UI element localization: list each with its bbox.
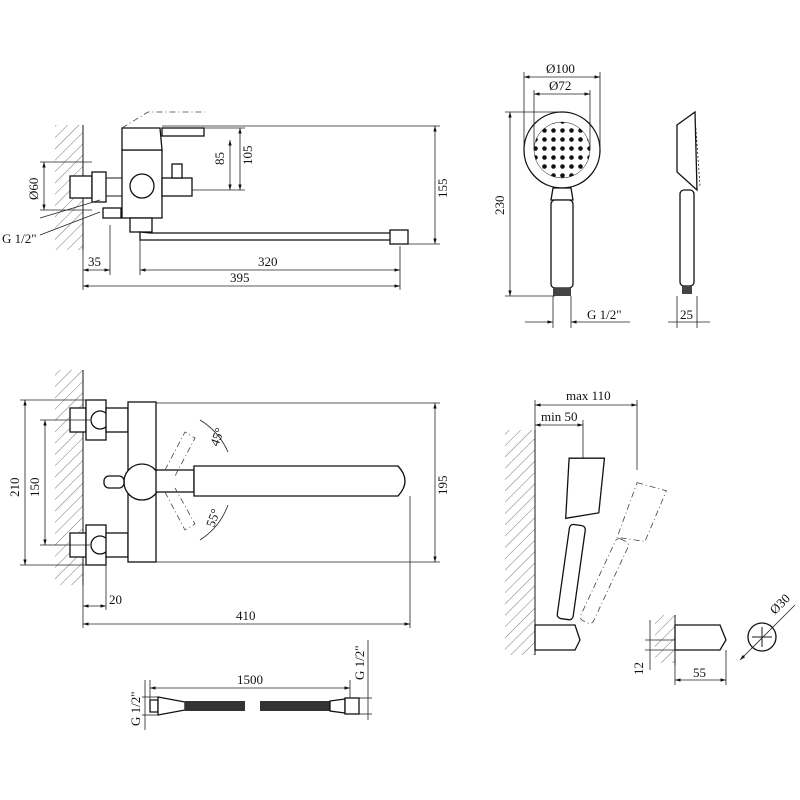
dim-395: 395 <box>230 270 250 285</box>
dim-20: 20 <box>109 592 122 607</box>
dim-320: 320 <box>258 254 278 269</box>
dim-max110: max 110 <box>566 388 611 403</box>
dim-230: 230 <box>492 196 507 216</box>
wall-hatch-holder <box>505 430 535 655</box>
hose-left-segment <box>185 701 245 711</box>
dim-d100: Ø100 <box>546 61 575 76</box>
dim-d72: Ø72 <box>549 78 571 93</box>
dim-45deg: 45° <box>207 426 227 448</box>
shower-nozzles <box>533 121 591 179</box>
dim-min50: min 50 <box>541 409 577 424</box>
dim-d60: Ø60 <box>26 178 41 200</box>
dim-55: 55 <box>693 665 706 680</box>
dim-thread-top: G 1/2" <box>2 231 37 246</box>
dim-105: 105 <box>240 146 255 166</box>
shower-hose: 1500 G 1/2" G 1/2" <box>128 640 372 730</box>
dim-hose-thread-left: G 1/2" <box>128 691 143 726</box>
dim-hose-thread-right: G 1/2" <box>352 645 367 680</box>
hand-shower-side: 25 <box>668 110 710 328</box>
dim-195: 195 <box>435 476 450 496</box>
dim-25: 25 <box>680 307 693 322</box>
hand-shower-front: Ø100 Ø72 230 G 1/2" <box>492 61 630 328</box>
mixer-side-view: Ø60 G 1/2" 105 85 155 35 320 395 <box>2 111 450 290</box>
holder-view: max 110 min 50 <box>505 388 667 655</box>
hose-right-segment <box>260 701 330 711</box>
dim-35: 35 <box>88 254 101 269</box>
spout <box>139 231 401 241</box>
dim-210: 210 <box>7 478 22 498</box>
dim-12: 12 <box>631 662 646 675</box>
dim-55deg: 55° <box>203 507 223 529</box>
mixer-front-view: 45° 55° 210 150 195 20 410 <box>7 370 450 628</box>
dim-150: 150 <box>27 478 42 498</box>
dim-410: 410 <box>236 608 256 623</box>
dim-155: 155 <box>435 179 450 199</box>
lever-handle <box>161 127 205 137</box>
dim-d30: Ø30 <box>767 591 793 617</box>
bracket-detail: Ø30 12 55 <box>631 591 796 685</box>
spout-front <box>193 465 406 497</box>
shower-handle <box>550 199 574 289</box>
dim-thread-shower: G 1/2" <box>587 307 622 322</box>
dim-85: 85 <box>212 152 227 165</box>
dim-1500: 1500 <box>237 672 263 687</box>
